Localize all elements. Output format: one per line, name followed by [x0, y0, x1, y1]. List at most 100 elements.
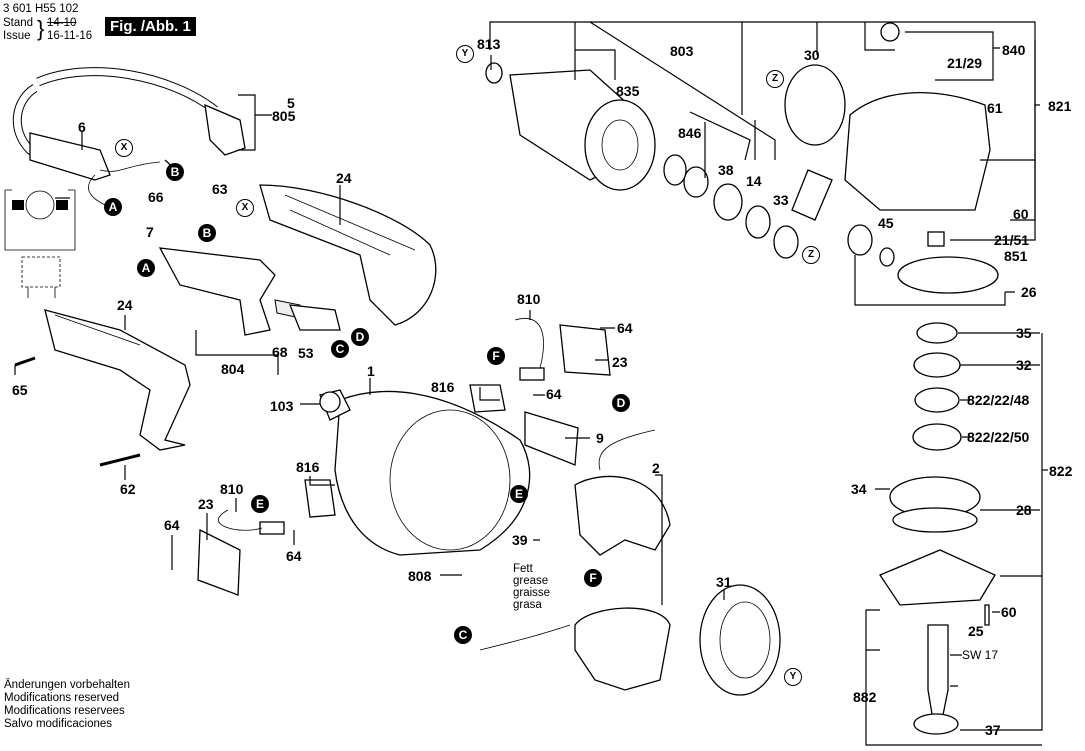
part-callout-822-22-48[interactable]: 822/22/48 — [967, 392, 1030, 408]
connector-c-field: C — [454, 626, 472, 644]
part-callout-24-side-handle[interactable]: 24 — [117, 297, 133, 313]
wrench-size-note: SW 17 — [962, 648, 999, 662]
part-callout-61[interactable]: 61 — [987, 100, 1003, 116]
part-callout-30[interactable]: 30 — [804, 47, 820, 63]
part-callout-822-22-50[interactable]: 822/22/50 — [967, 429, 1030, 445]
part-callout-835[interactable]: 835 — [616, 83, 640, 99]
part-callout-851[interactable]: 851 — [1004, 248, 1028, 264]
side-handle-part — [14, 309, 191, 467]
grease-note-line: Fett — [513, 563, 533, 575]
footer-line: Modifications reservees — [4, 705, 125, 717]
part-callout-62[interactable]: 62 — [120, 481, 136, 497]
part-callout-32[interactable]: 32 — [1016, 357, 1032, 373]
footer-notes: Änderungen vorbehalten Modifications res… — [4, 679, 130, 731]
connector-b-cord: B — [166, 163, 184, 181]
part-callout-66[interactable]: 66 — [148, 189, 164, 205]
part-callout-53[interactable]: 53 — [298, 345, 314, 361]
part-callout-60-flange[interactable]: 60 — [1001, 604, 1017, 620]
figure-title: Fig. /Abb. 1 — [105, 17, 196, 36]
part-callout-5[interactable]: 5 — [287, 95, 295, 111]
switch-assembly-part — [158, 247, 341, 336]
part-callout-808[interactable]: 808 — [408, 568, 432, 584]
gear-head-housing-part — [784, 22, 999, 294]
part-callout-26[interactable]: 26 — [1021, 284, 1037, 300]
connector-a-cord: A — [104, 198, 122, 216]
part-callout-21-29[interactable]: 21/29 — [947, 55, 983, 71]
brush-holder-parts — [197, 318, 611, 596]
stand-label: Stand — [3, 17, 34, 29]
footer-line: Modifications reserved — [4, 692, 120, 704]
marker-x-housing: X — [236, 199, 254, 217]
part-callout-9[interactable]: 9 — [596, 430, 604, 446]
spindle-stack-parts — [879, 322, 996, 735]
grease-note-line: grease — [513, 575, 549, 587]
part-callout-64[interactable]: 64 — [617, 320, 633, 336]
grease-note-line: graisse — [513, 587, 551, 599]
part-callout-14[interactable]: 14 — [746, 173, 762, 189]
part-callout-816[interactable]: 816 — [431, 379, 455, 395]
connector-f-brush: F — [487, 347, 505, 365]
part-callout-810-lower[interactable]: 810 — [220, 481, 244, 497]
connector-e-brush: E — [251, 495, 269, 513]
part-callout-2[interactable]: 2 — [652, 460, 660, 476]
connector-d-switch: D — [351, 328, 369, 346]
footer-line: Änderungen vorbehalten — [4, 679, 130, 691]
document-part-number: 3 601 H55 102 — [3, 3, 79, 15]
connector-d-field: D — [612, 394, 630, 412]
fan-baffle-part — [699, 584, 781, 696]
part-callout-31[interactable]: 31 — [716, 574, 732, 590]
power-cord-part — [12, 67, 246, 206]
part-callout-39[interactable]: 39 — [512, 532, 528, 548]
armature-part — [485, 62, 799, 259]
part-callout-822[interactable]: 822 — [1049, 463, 1073, 479]
part-callout-64-brush[interactable]: 64 — [546, 386, 562, 402]
part-callout-38[interactable]: 38 — [718, 162, 734, 178]
part-callout-60[interactable]: 60 — [1013, 206, 1029, 222]
part-callout-813[interactable]: 813 — [477, 36, 501, 52]
part-callout-840[interactable]: 840 — [1002, 42, 1026, 58]
part-callout-23[interactable]: 23 — [612, 354, 628, 370]
part-callout-64-lower[interactable]: 64 — [164, 517, 180, 533]
field-coil-parts — [479, 429, 671, 691]
footer-line: Salvo modificaciones — [4, 718, 113, 730]
marker-y-baffle: Y — [784, 668, 802, 686]
part-callout-25[interactable]: 25 — [968, 623, 984, 639]
motor-housing-part — [319, 389, 531, 556]
part-callout-68[interactable]: 68 — [272, 344, 288, 360]
part-callout-64-lower-b[interactable]: 64 — [286, 548, 302, 564]
part-callout-103[interactable]: 103 — [270, 398, 294, 414]
grease-note: Fett grease graisse grasa — [513, 563, 550, 611]
part-callout-63[interactable]: 63 — [212, 181, 228, 197]
part-callout-810[interactable]: 810 — [517, 291, 541, 307]
issue-date: 16-11-16 — [47, 30, 93, 42]
part-callout-35[interactable]: 35 — [1016, 325, 1032, 341]
part-callout-846[interactable]: 846 — [678, 125, 702, 141]
marker-z-gear: Z — [766, 70, 784, 88]
part-callout-21-51[interactable]: 21/51 — [994, 232, 1030, 248]
part-callout-28[interactable]: 28 — [1016, 502, 1032, 518]
marker-y-bearing: Y — [456, 45, 474, 63]
part-callout-33[interactable]: 33 — [773, 192, 789, 208]
part-callout-805[interactable]: 805 — [272, 108, 296, 124]
part-callout-34[interactable]: 34 — [851, 481, 867, 497]
issue-label: Issue — [3, 30, 31, 42]
part-callout-45[interactable]: 45 — [878, 215, 894, 231]
part-callout-803[interactable]: 803 — [670, 43, 694, 59]
part-callout-23-lower[interactable]: 23 — [198, 496, 214, 512]
part-callout-6[interactable]: 6 — [78, 119, 86, 135]
part-callout-37[interactable]: 37 — [985, 722, 1001, 738]
part-callout-65[interactable]: 65 — [12, 382, 28, 398]
part-callout-882[interactable]: 882 — [853, 689, 877, 705]
part-callout-7[interactable]: 7 — [146, 224, 154, 240]
part-callout-1[interactable]: 1 — [367, 363, 375, 379]
part-callout-821[interactable]: 821 — [1048, 98, 1072, 114]
rear-handle-housing-part — [259, 184, 437, 326]
part-callout-804[interactable]: 804 — [221, 361, 245, 377]
part-callout-816-lower[interactable]: 816 — [296, 459, 320, 475]
connector-c-switch: C — [331, 340, 349, 358]
part-callout-24[interactable]: 24 — [336, 170, 352, 186]
brace: } — [37, 16, 45, 41]
connector-b-switch: B — [198, 224, 216, 242]
wiring-schematic — [4, 189, 76, 298]
